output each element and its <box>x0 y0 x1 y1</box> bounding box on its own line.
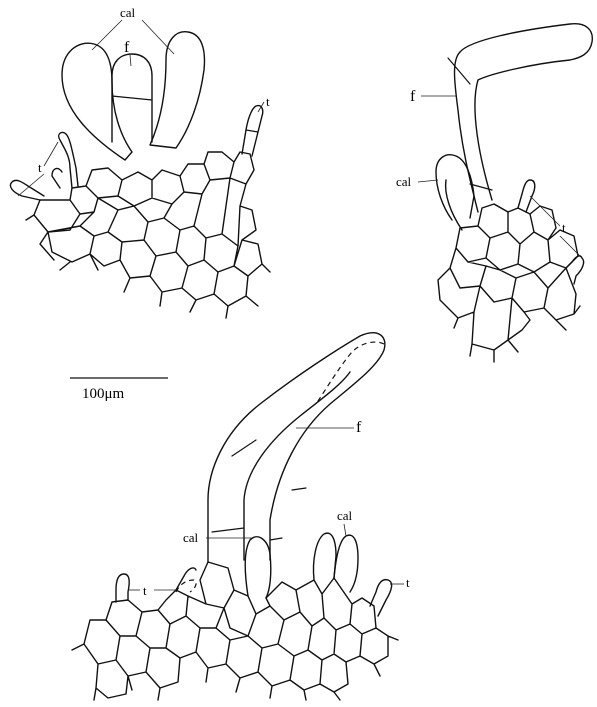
cal-cell-a-left <box>62 43 132 160</box>
label-cal-c-left: cal <box>183 530 199 545</box>
cal-cell-c-right2 <box>313 533 336 580</box>
filament-b <box>455 24 593 212</box>
cal-cell-b <box>436 155 474 220</box>
cal-cell-a-right <box>150 32 204 148</box>
cells-a-lower <box>26 169 62 260</box>
filament-c <box>208 333 385 562</box>
label-f-c: f <box>356 419 362 436</box>
cal-cell-c-left <box>245 537 271 598</box>
trichome-a-left <box>10 180 44 200</box>
label-t-a-left: t <box>38 160 42 175</box>
label-cal-a: cal <box>120 5 136 20</box>
trichome-c-middle <box>176 568 196 590</box>
label-t-a-right: t <box>266 94 270 109</box>
label-t-c-right: t <box>406 575 410 590</box>
trichome-b-mid <box>518 180 535 212</box>
label-f-b: f <box>410 88 416 105</box>
label-f-a: f <box>124 39 130 56</box>
cell-network-a <box>34 152 270 318</box>
trichome-c-right <box>370 580 392 616</box>
label-cal-c-right: cal <box>337 508 353 523</box>
cal-cell-b-inner <box>446 180 462 230</box>
label-t-b: t <box>562 220 566 235</box>
specimen-b <box>436 24 592 362</box>
cell-network-b <box>438 204 580 362</box>
scale-bar-label: 100μm <box>82 386 125 402</box>
trichome-a-left2 <box>59 132 78 188</box>
trichome-c-left <box>116 574 129 602</box>
scale-bar: 100μm <box>70 378 168 402</box>
label-t-c-left: t <box>143 583 147 598</box>
cell-network-c <box>72 562 398 700</box>
labels-specimen-b: f cal t <box>396 88 580 256</box>
label-cal-b: cal <box>396 174 412 189</box>
specimen-a <box>10 32 270 318</box>
